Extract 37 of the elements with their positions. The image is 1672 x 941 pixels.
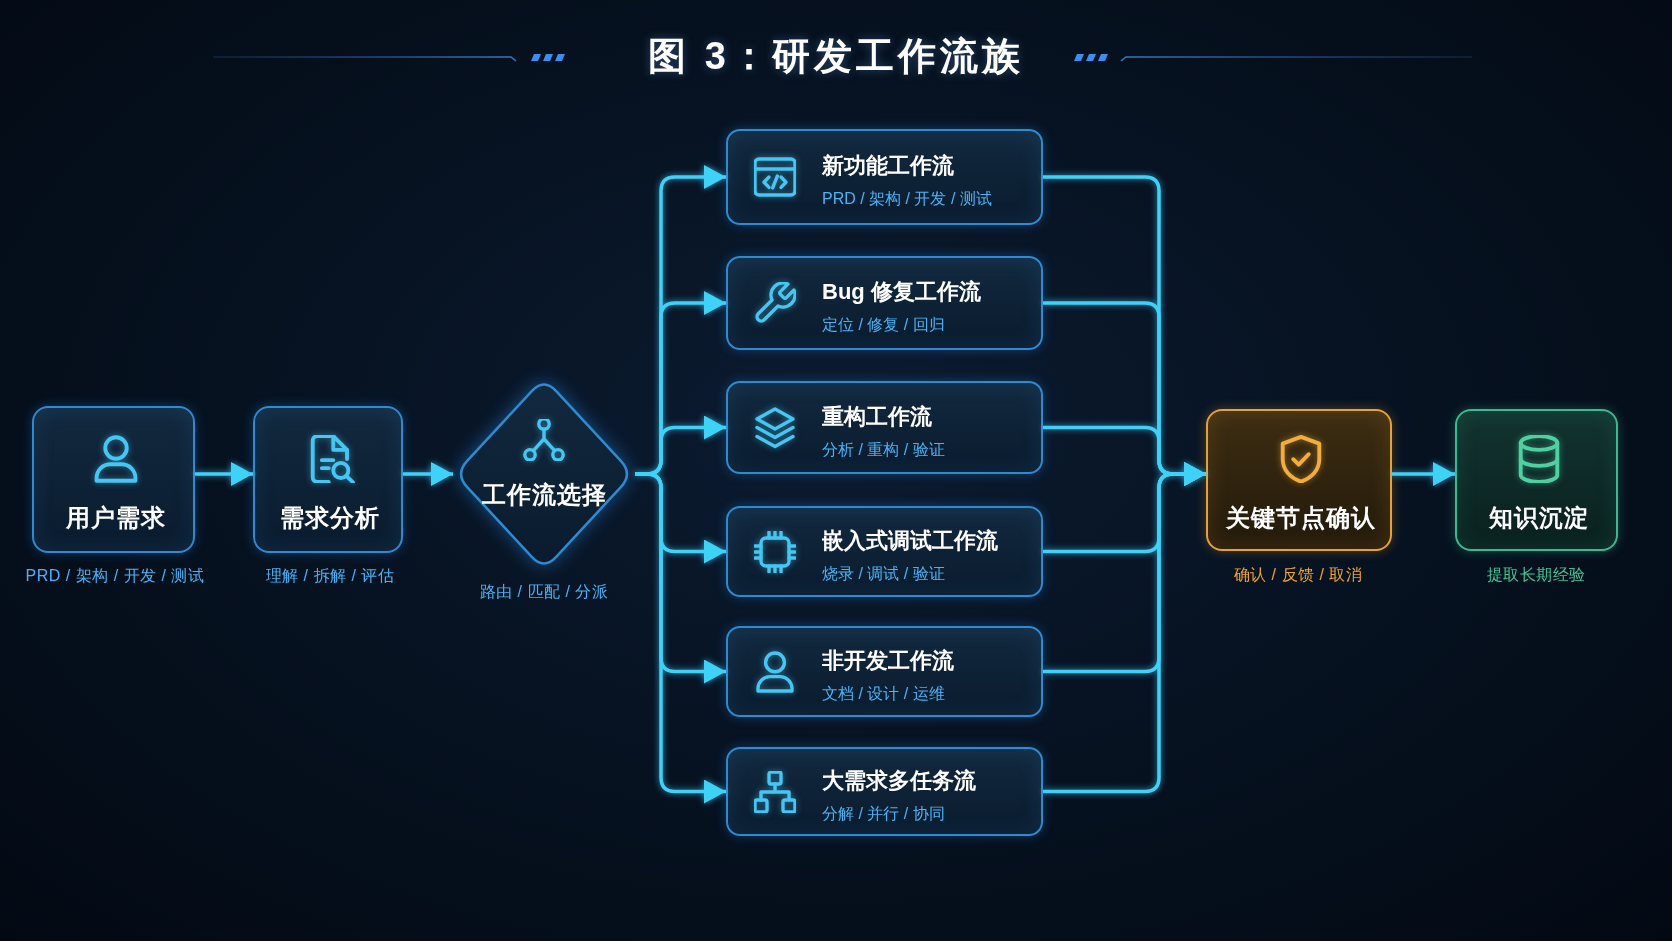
workflow-card (726, 381, 1043, 474)
node-label: 关键节点确认 (1226, 503, 1376, 533)
arrow (403, 462, 453, 486)
node-label: 工作流选择 (481, 480, 607, 510)
workflow-title: Bug 修复工作流 (822, 278, 981, 306)
arrow (635, 472, 726, 804)
workflow-card (726, 747, 1043, 836)
workflow-card (726, 626, 1043, 717)
workflow-card (726, 506, 1043, 597)
step-list: PRD / 架构 / 开发 / 测试 (822, 189, 992, 209)
step-list: 分解 / 并行 / 协同 (822, 803, 945, 824)
node-label: 确认 / 反馈 / 取消 (1233, 565, 1363, 585)
node-label: 用户需求 (65, 503, 166, 533)
workflow-card (726, 256, 1043, 350)
workflow-title: 嵌入式调试工作流 (822, 527, 998, 554)
node-label: 需求分析 (280, 503, 380, 533)
workflow-title: 新功能工作流 (822, 152, 954, 180)
workflow-title: 重构工作流 (822, 403, 932, 430)
workflow-title: 非开发工作流 (822, 647, 954, 674)
step-list: 烧录 / 调试 / 验证 (822, 563, 945, 584)
node-label: 知识沉淀 (1488, 503, 1589, 533)
checkpoint-box (1206, 409, 1392, 551)
node-label: PRD / 架构 / 开发 / 测试 (25, 566, 205, 586)
node-label: 路由 / 匹配 / 分派 (479, 582, 609, 602)
title: 图 3：研发工作流族 (648, 34, 1024, 80)
process-box (32, 406, 195, 553)
step-list: 定位 / 修复 / 回归 (822, 315, 945, 335)
step-list: 文档 / 设计 / 运维 (822, 683, 945, 704)
process-box (1455, 409, 1618, 551)
arrow (1392, 462, 1455, 486)
process-box (253, 406, 403, 553)
step-list: 分析 / 重构 / 验证 (822, 439, 945, 460)
workflow-title: 大需求多任务流 (822, 767, 976, 794)
workflow-card (726, 129, 1043, 225)
node-label: 提取长期经验 (1486, 565, 1586, 585)
arrow (195, 462, 253, 486)
node-label: 理解 / 拆解 / 评估 (265, 566, 395, 586)
